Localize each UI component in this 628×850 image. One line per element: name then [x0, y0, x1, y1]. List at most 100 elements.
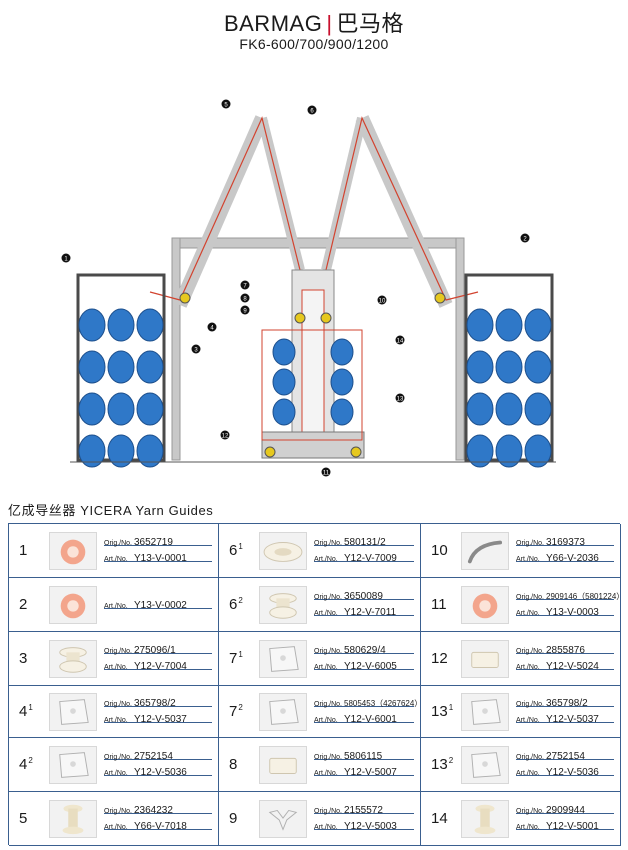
guide-number: 8: [229, 756, 265, 773]
guide-number: 62: [229, 596, 265, 613]
art-number-line: Art./No.Y12-V-7009: [314, 548, 414, 564]
callout-dot: [240, 305, 250, 315]
guide-thumbnail: [259, 532, 307, 570]
center-left-bobbin: [272, 368, 296, 396]
callout-number: 11: [323, 471, 330, 477]
center-right-bobbin: [330, 398, 354, 426]
left-bobbin: [136, 434, 164, 468]
bead-pink-icon: [472, 593, 498, 619]
guide-roller: [179, 292, 191, 304]
guide-number-sup: 2: [448, 756, 454, 765]
guide-number-main: 14: [431, 810, 448, 827]
disc-icon: [263, 542, 303, 562]
art-number: Y12-V-5003: [344, 821, 397, 832]
right-bobbin: [466, 434, 494, 468]
art-label: Art./No.: [516, 824, 540, 831]
orig-label: Orig./No.: [314, 540, 343, 547]
guide-number-main: 13: [431, 703, 448, 720]
art-number: Y12-V-5037: [546, 714, 599, 725]
callout-number: 4: [210, 326, 214, 332]
plate-icon: [59, 752, 89, 778]
art-number-line: Art./No.Y12-V-5037: [516, 709, 614, 725]
orig-number-line: Orig./No.2855876: [516, 640, 614, 656]
orig-label: Orig./No.: [104, 808, 133, 815]
guide-number-sup: 1: [28, 703, 33, 712]
orig-number: 2155572: [344, 805, 383, 816]
orig-label: Orig./No.: [104, 540, 133, 547]
guide-number: 61: [229, 542, 265, 559]
pulley-icon: [269, 593, 297, 619]
fork-icon: [268, 809, 298, 831]
orig-number: 365798/2: [546, 698, 588, 709]
callout-number: 12: [222, 434, 229, 440]
brand-cn: 巴马格: [336, 11, 405, 36]
orig-number: 2855876: [546, 645, 585, 656]
art-label: Art./No.: [314, 824, 338, 831]
guide-thumbnail: [461, 746, 509, 784]
art-number: Y12-V-6005: [344, 661, 397, 672]
guide-number-main: 13: [431, 756, 448, 773]
art-label: Art./No.: [104, 717, 128, 724]
art-number: Y13-V-0001: [134, 553, 187, 564]
guide-number-sup: 2: [238, 596, 243, 605]
orig-number: 2752154: [134, 751, 173, 762]
orig-number-line: Orig./No.580629/4: [314, 640, 414, 656]
guide-number-sup: 1: [238, 542, 243, 551]
guide-number: 14: [431, 810, 467, 827]
art-number: Y12-V-7009: [344, 553, 397, 564]
left-bobbin: [107, 434, 135, 468]
orig-label: Orig./No.: [516, 754, 545, 761]
center-yarn-channel: [301, 289, 325, 441]
art-number-line: Art./No.Y66-V-7018: [104, 816, 212, 832]
orig-number-line: Orig./No.365798/2: [516, 693, 614, 709]
guide-number-main: 5: [19, 810, 28, 827]
orig-number-line: Orig./No.3169373: [516, 532, 614, 548]
art-number-line: Art./No.Y13-V-0002: [104, 595, 212, 611]
callout-dot: [221, 99, 231, 109]
guide-thumbnail: [49, 693, 97, 731]
callout-number: 5: [224, 103, 228, 109]
plate-icon: [471, 699, 501, 725]
right-bobbin: [524, 350, 552, 384]
art-number: Y12-V-5036: [546, 767, 599, 778]
guide-number-sup: 2: [238, 703, 243, 712]
art-label: Art./No.: [314, 610, 338, 617]
right-bobbin: [495, 308, 523, 342]
guide-thumbnail: [461, 586, 509, 624]
guide-thumbnail: [259, 640, 307, 678]
left-bobbin: [78, 392, 106, 426]
callout-number: 10: [379, 299, 386, 305]
right-bobbin: [524, 308, 552, 342]
callout-dot: [307, 105, 317, 115]
art-label: Art./No.: [104, 664, 128, 671]
orig-label: Orig./No.: [314, 808, 343, 815]
orig-label: Orig./No.: [516, 540, 545, 547]
guide-number-main: 11: [431, 596, 447, 613]
right-bobbin: [495, 350, 523, 384]
orig-number-line: Orig./No.3652719: [104, 532, 212, 548]
guide-number: 41: [19, 703, 55, 720]
guide-number: 2: [19, 596, 55, 613]
plate-icon: [269, 699, 299, 725]
art-number-line: Art./No.Y12-V-5024: [516, 656, 614, 672]
orig-number-line: Orig./No.2909146（5801224）: [516, 586, 624, 601]
model-subtitle: FK6-600/700/900/1200: [239, 36, 389, 52]
guide-number-main: 3: [19, 650, 28, 667]
title-separator: |: [326, 11, 333, 36]
art-number: Y66-V-2036: [546, 553, 599, 564]
orig-label: Orig./No.: [516, 594, 545, 601]
art-number: Y12-V-5007: [344, 767, 397, 778]
orig-label: Orig./No.: [314, 754, 343, 761]
rod-icon: [467, 540, 503, 564]
callout-dot: [395, 335, 405, 345]
guide-number: 11: [431, 596, 467, 613]
art-number-line: Art./No.Y12-V-6005: [314, 656, 414, 672]
guide-number: 9: [229, 810, 265, 827]
